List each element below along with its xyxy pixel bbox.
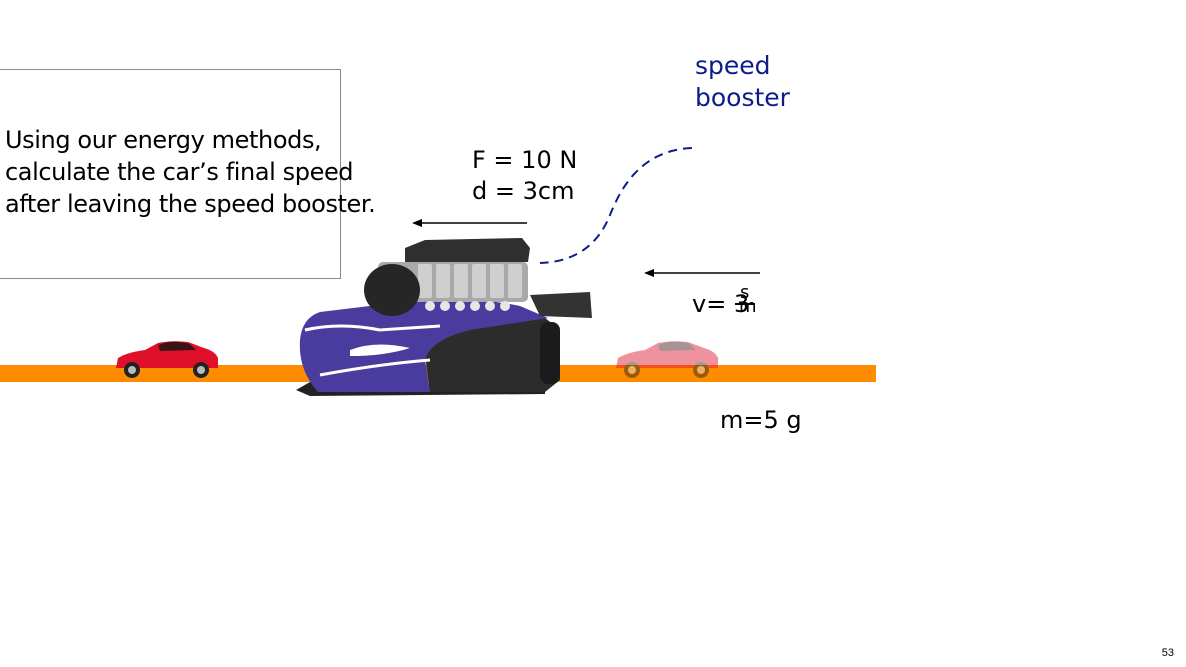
velocity-unit-bar bbox=[735, 303, 755, 305]
red-car-icon bbox=[116, 341, 218, 378]
booster-label: speed booster bbox=[695, 51, 790, 112]
velocity-arrow bbox=[644, 269, 760, 277]
question-text: Using our energy methods, calculate the … bbox=[5, 126, 376, 218]
question-box bbox=[0, 69, 341, 279]
faded-red-car-icon bbox=[616, 341, 718, 378]
speed-booster-icon bbox=[296, 238, 592, 396]
force-arrow bbox=[412, 219, 527, 227]
velocity-unit-denominator: m bbox=[739, 296, 757, 317]
velocity-unit-numerator: s bbox=[740, 282, 750, 303]
mass-label: m=5 g bbox=[720, 406, 802, 434]
force-distance-label: F = 10 N d = 3cm bbox=[472, 146, 578, 205]
booster-pointer-curve bbox=[539, 147, 693, 264]
velocity-unit: s m bbox=[733, 284, 761, 324]
page-number: 53 bbox=[1161, 647, 1174, 659]
